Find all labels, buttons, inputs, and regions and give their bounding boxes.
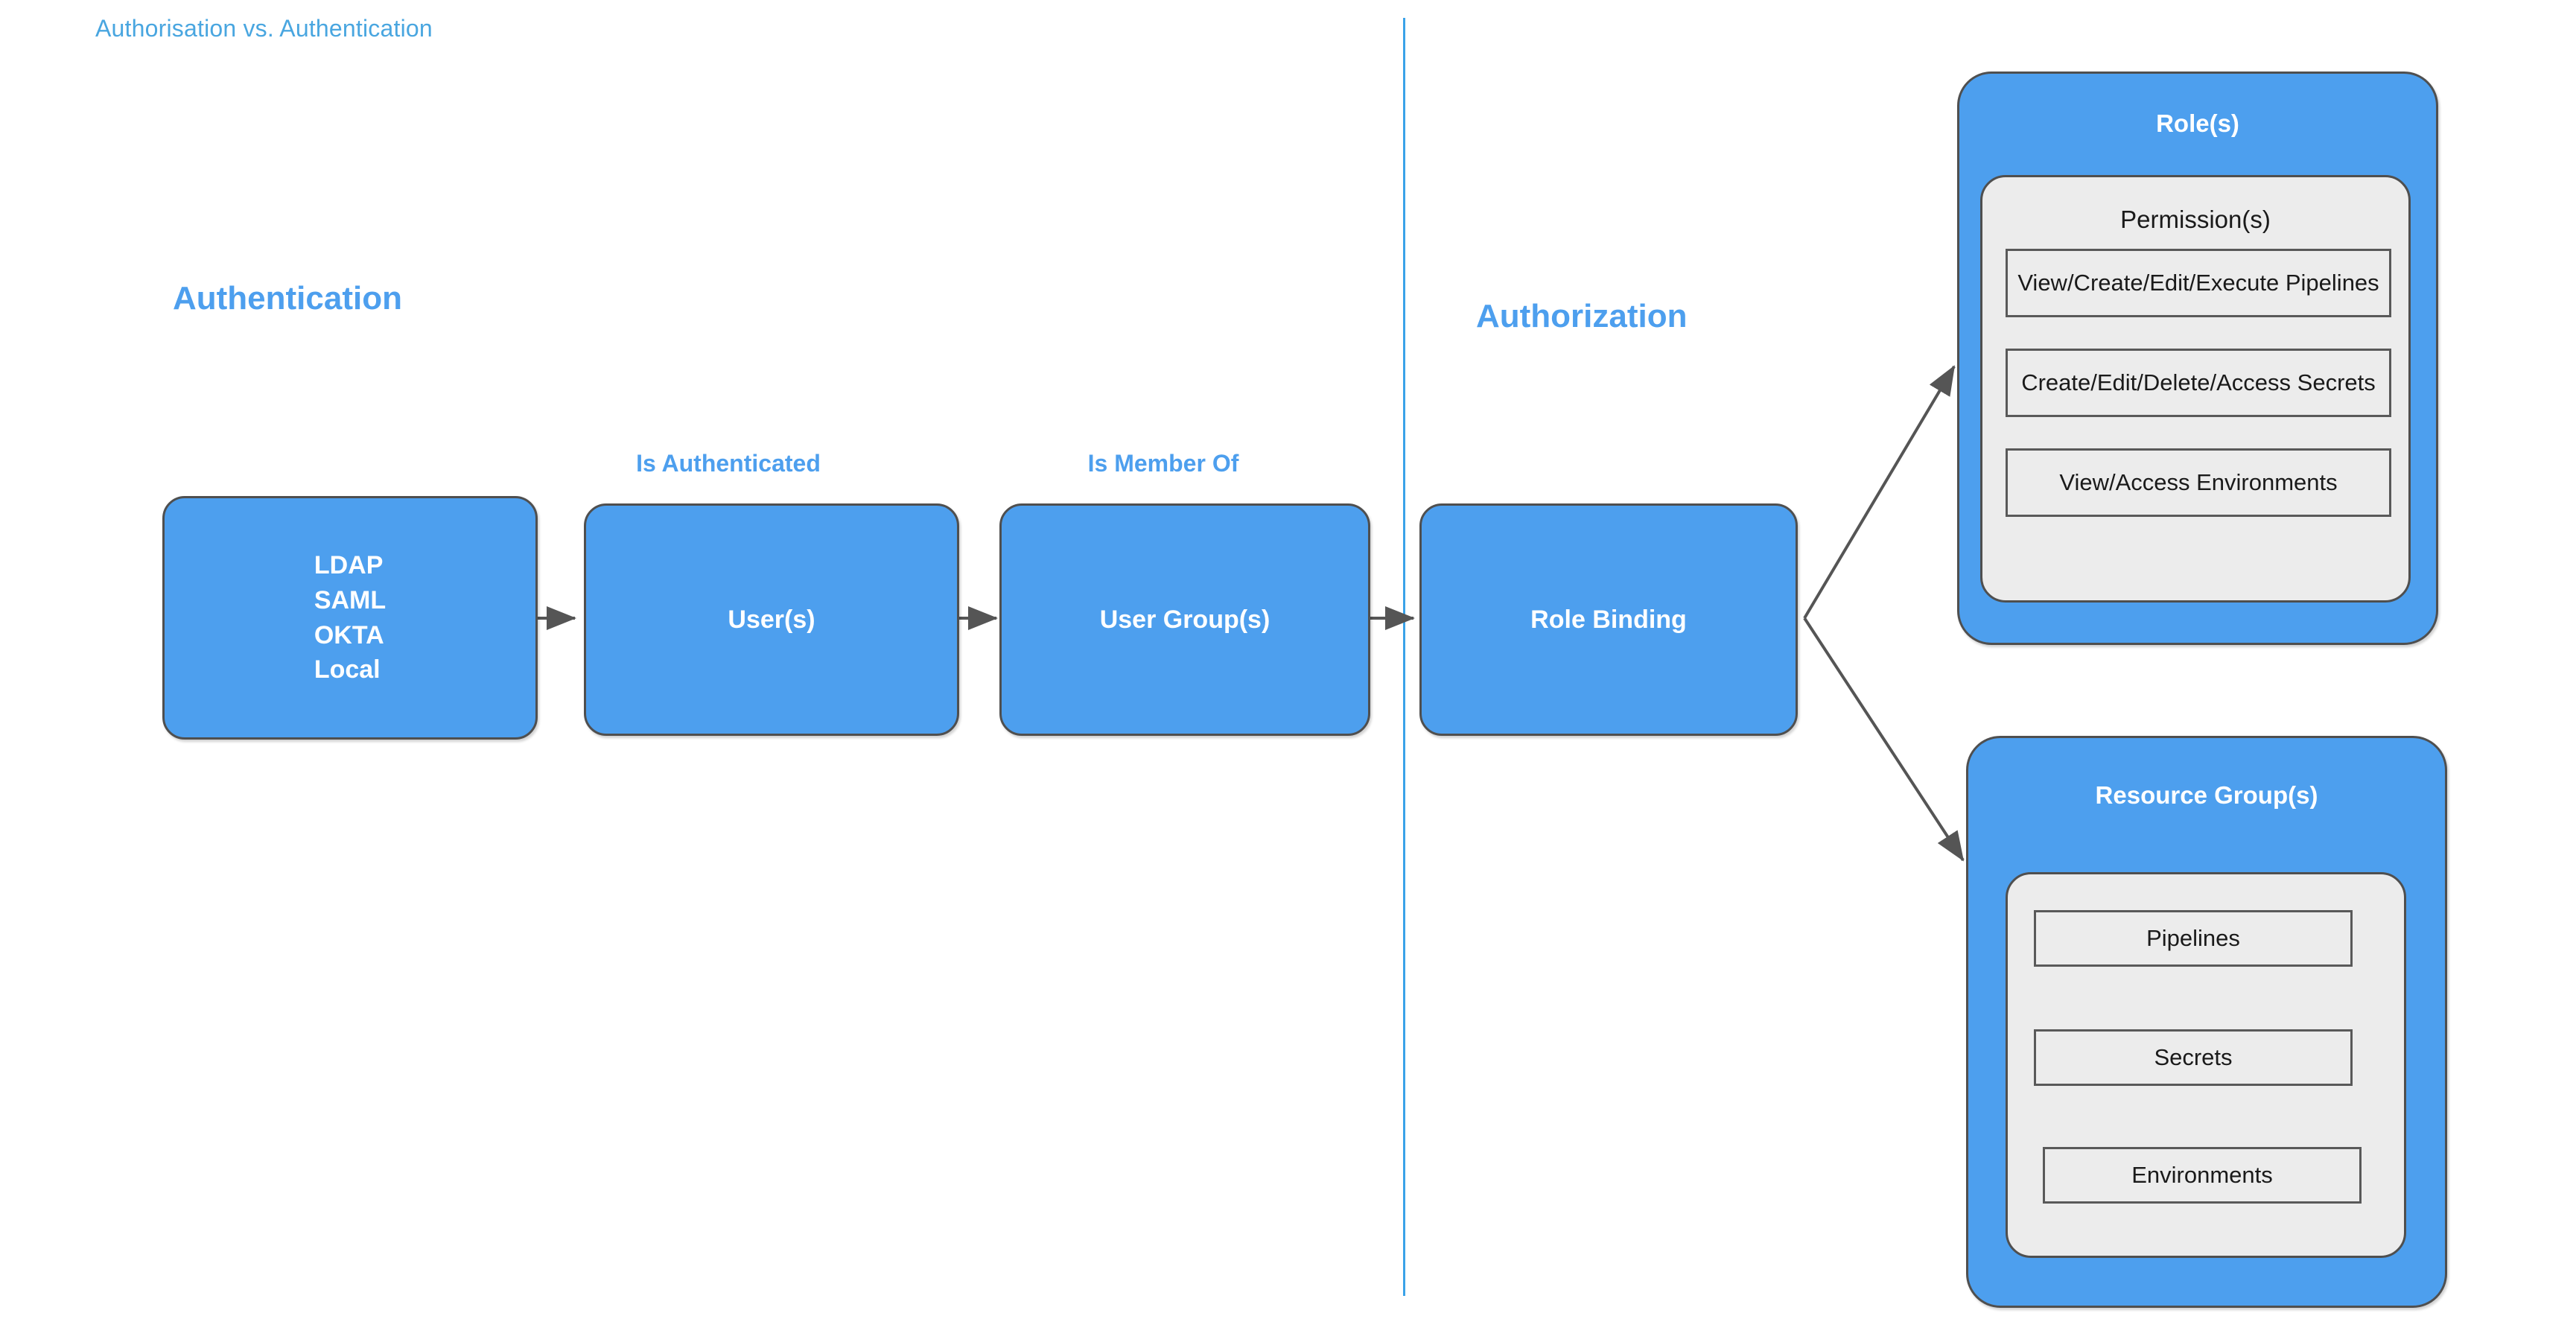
card-resource-groups[interactable]: Resource Group(s) Pipelines Secrets Envi… [1966, 736, 2447, 1308]
arrow-rolebinding-to-roles [1803, 365, 1956, 620]
identity-provider-ldap: LDAP [314, 550, 384, 579]
arrow-rolebinding-to-resourcegroups [1803, 617, 1965, 862]
panel-permissions: Permission(s) View/Create/Edit/Execute P… [1980, 175, 2411, 603]
flow-box-user-groups-label: User Group(s) [1099, 605, 1270, 634]
edge-label-is-member-of: Is Member Of [1087, 450, 1239, 477]
flow-box-users[interactable]: User(s) [584, 503, 959, 736]
permission-item-environments[interactable]: View/Access Environments [2006, 448, 2391, 517]
panel-permissions-title: Permission(s) [2120, 206, 2271, 233]
permission-item-secrets[interactable]: Create/Edit/Delete/Access Secrets [2006, 349, 2391, 417]
resource-item-pipelines[interactable]: Pipelines [2034, 910, 2353, 967]
flow-box-user-groups[interactable]: User Group(s) [999, 503, 1370, 736]
permission-item-pipelines[interactable]: View/Create/Edit/Execute Pipelines [2006, 249, 2391, 317]
identity-provider-list: LDAP SAML OKTA Local [314, 548, 386, 688]
card-roles[interactable]: Role(s) Permission(s) View/Create/Edit/E… [1957, 71, 2438, 645]
card-roles-title: Role(s) [2156, 109, 2239, 137]
panel-resources: Pipelines Secrets Environments [2006, 872, 2406, 1258]
identity-provider-local: Local [314, 655, 381, 684]
permission-item-environments-label: View/Access Environments [2059, 469, 2338, 496]
section-divider [1403, 18, 1405, 1296]
flow-box-role-binding-label: Role Binding [1530, 605, 1687, 634]
flow-box-role-binding[interactable]: Role Binding [1419, 503, 1798, 736]
permission-item-secrets-label: Create/Edit/Delete/Access Secrets [2021, 369, 2376, 396]
resource-item-environments-label: Environments [2131, 1162, 2273, 1189]
flow-box-identity-providers[interactable]: LDAP SAML OKTA Local [162, 496, 538, 740]
card-resource-groups-title: Resource Group(s) [2095, 781, 2318, 809]
flow-box-users-label: User(s) [728, 605, 815, 634]
section-heading-authorization: Authorization [1476, 298, 1688, 334]
permission-item-pipelines-label: View/Create/Edit/Execute Pipelines [2017, 270, 2379, 296]
resource-item-pipelines-label: Pipelines [2146, 925, 2240, 952]
edge-label-is-authenticated: Is Authenticated [636, 450, 821, 477]
section-heading-authentication: Authentication [173, 280, 402, 317]
resource-item-secrets[interactable]: Secrets [2034, 1029, 2353, 1086]
resource-item-secrets-label: Secrets [2154, 1044, 2233, 1071]
identity-provider-okta: OKTA [314, 620, 384, 649]
resource-item-environments[interactable]: Environments [2043, 1147, 2362, 1204]
page-title: Authorisation vs. Authentication [95, 15, 433, 42]
identity-provider-saml: SAML [314, 585, 387, 614]
